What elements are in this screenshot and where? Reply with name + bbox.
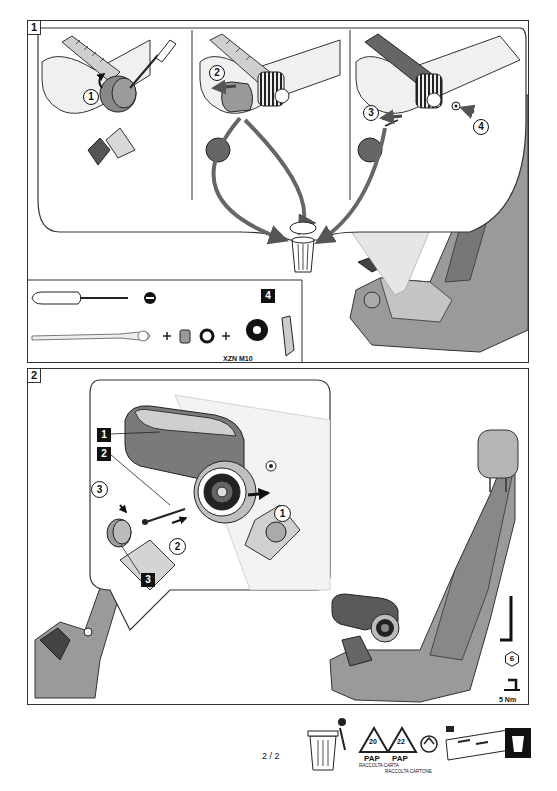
- tool-box: 5 Nm 6: [495, 583, 530, 706]
- number-text: 3: [97, 485, 103, 495]
- tool-spec: XZN M10: [223, 355, 253, 362]
- recycling-code: RACCOLTA CARTA: [359, 764, 399, 769]
- recycling-code: PAP: [364, 755, 380, 763]
- recycling-code: RACCOLTA CARTONE: [385, 770, 432, 775]
- number-text: 1: [88, 92, 94, 102]
- number-text: 3: [145, 575, 151, 585]
- callout-number: 3: [91, 481, 108, 498]
- number-text: 6: [510, 655, 514, 663]
- number-text: 1: [28, 21, 41, 35]
- number-text: 2: [101, 449, 107, 459]
- callout-number: 1: [274, 505, 291, 522]
- part-number: 1: [97, 428, 111, 442]
- callout-number: 2: [209, 65, 225, 81]
- tool-box: XZN M10 4: [28, 281, 304, 364]
- number-text: 4: [478, 122, 484, 132]
- recycling-code: PAP: [392, 755, 408, 763]
- step-panel: 2 1 2 3 2 3 1 5 Nm 6: [27, 368, 529, 705]
- number-text: 2: [175, 542, 181, 552]
- part-number: 4: [261, 289, 275, 303]
- number-text: 4: [265, 291, 271, 301]
- hex-size-mark: 6: [504, 651, 520, 667]
- tool-spec: 5 Nm: [499, 696, 516, 703]
- number-text: 1: [280, 509, 286, 519]
- callout-number: 2: [169, 538, 186, 555]
- number-text: 2: [28, 369, 41, 383]
- callout-number: 3: [363, 105, 379, 121]
- number-text: 3: [368, 108, 374, 118]
- part-number: 3: [141, 573, 155, 587]
- part-number: 2: [97, 447, 111, 461]
- number-text: 2: [214, 68, 220, 78]
- step-panel: 1 1 2 3 4XZN M10 4: [27, 20, 529, 363]
- page-number: 2 / 2: [262, 752, 280, 761]
- recycling-code: 20: [369, 738, 377, 745]
- recycling-code: 22: [397, 738, 405, 745]
- callout-number: 4: [473, 119, 489, 135]
- callout-number: 1: [83, 89, 99, 105]
- number-text: 1: [101, 430, 107, 440]
